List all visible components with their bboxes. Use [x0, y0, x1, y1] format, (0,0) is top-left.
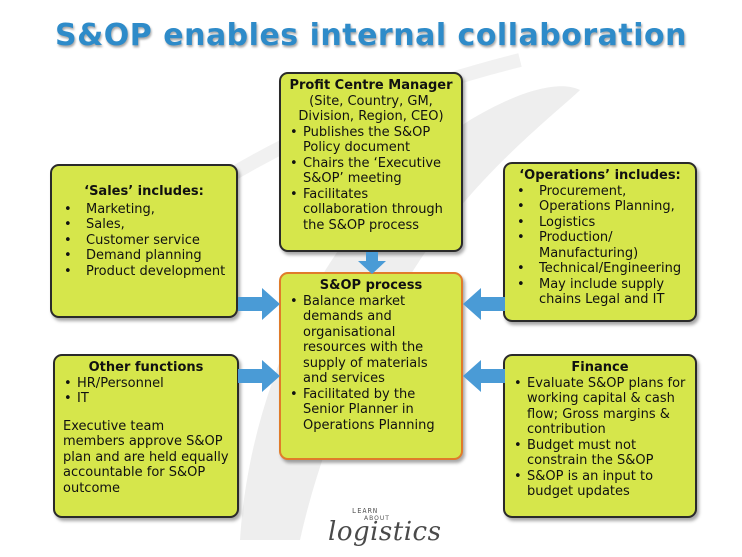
list-item: Facilitates collaboration through the S&…: [289, 187, 453, 234]
profit-centre-box: Profit Centre Manager (Site, Country, GM…: [279, 72, 463, 252]
profit-centre-heading: Profit Centre Manager: [289, 78, 453, 93]
learn-about-logistics-logo: LEARN ABOUT logistics: [322, 503, 441, 551]
list-item: S&OP is an input to budget updates: [513, 469, 687, 500]
sales-heading: ‘Sales’ includes:: [84, 184, 204, 199]
finance-box: Finance Evaluate S&OP plans for working …: [503, 354, 697, 518]
finance-heading: Finance: [571, 360, 629, 375]
other-functions-note: Executive team members approve S&OP plan…: [63, 418, 229, 496]
page-title: S&OP enables internal collaboration: [55, 18, 687, 53]
list-item: Publishes the S&OP Policy document: [289, 125, 453, 156]
list-item: Operations Planning,: [513, 199, 687, 215]
sales-box: ‘Sales’ includes: Marketing, Sales, Cust…: [50, 164, 238, 318]
logo-mid-text: ABOUT: [364, 515, 390, 522]
list-item: Demand planning: [60, 248, 228, 264]
logo-top-text: LEARN: [352, 507, 379, 515]
arrow-right-icon: [238, 288, 280, 320]
sop-process-box: S&OP process Balance market demands and …: [279, 272, 463, 460]
list-item: May include supply chains Legal and IT: [513, 277, 687, 308]
list-item: Chairs the ‘Executive S&OP’ meeting: [289, 156, 453, 187]
list-item: HR/Personnel: [63, 376, 229, 392]
other-functions-box: Other functions HR/Personnel IT Executiv…: [53, 354, 239, 518]
list-item: Budget must not constrain the S&OP: [513, 438, 687, 469]
list-item: IT: [63, 391, 229, 407]
logo-main-text: logistics: [328, 517, 442, 547]
list-item: Balance market demands and organisationa…: [289, 294, 453, 387]
operations-box: ‘Operations’ includes: Procurement, Oper…: [503, 162, 697, 322]
other-functions-heading: Other functions: [88, 360, 204, 375]
arrow-down-icon: [358, 252, 386, 274]
list-item: Marketing,: [60, 202, 228, 218]
list-item: Facilitated by the Senior Planner in Ope…: [289, 387, 453, 434]
list-item: Production/ Manufacturing): [513, 230, 687, 261]
list-item: Logistics: [513, 215, 687, 231]
list-item: Technical/Engineering: [513, 261, 687, 277]
list-item: Evaluate S&OP plans for working capital …: [513, 376, 687, 438]
sop-process-heading: S&OP process: [319, 278, 423, 293]
arrow-left-icon: [463, 288, 505, 320]
list-item: Product development: [60, 264, 228, 280]
list-item: Procurement,: [513, 184, 687, 200]
operations-heading: ‘Operations’ includes:: [519, 168, 681, 183]
list-item: Customer service: [60, 233, 228, 249]
arrow-left-icon: [463, 360, 505, 392]
arrow-right-icon: [238, 360, 280, 392]
profit-centre-subheading: (Site, Country, GM, Division, Region, CE…: [298, 93, 444, 125]
list-item: Sales,: [60, 217, 228, 233]
